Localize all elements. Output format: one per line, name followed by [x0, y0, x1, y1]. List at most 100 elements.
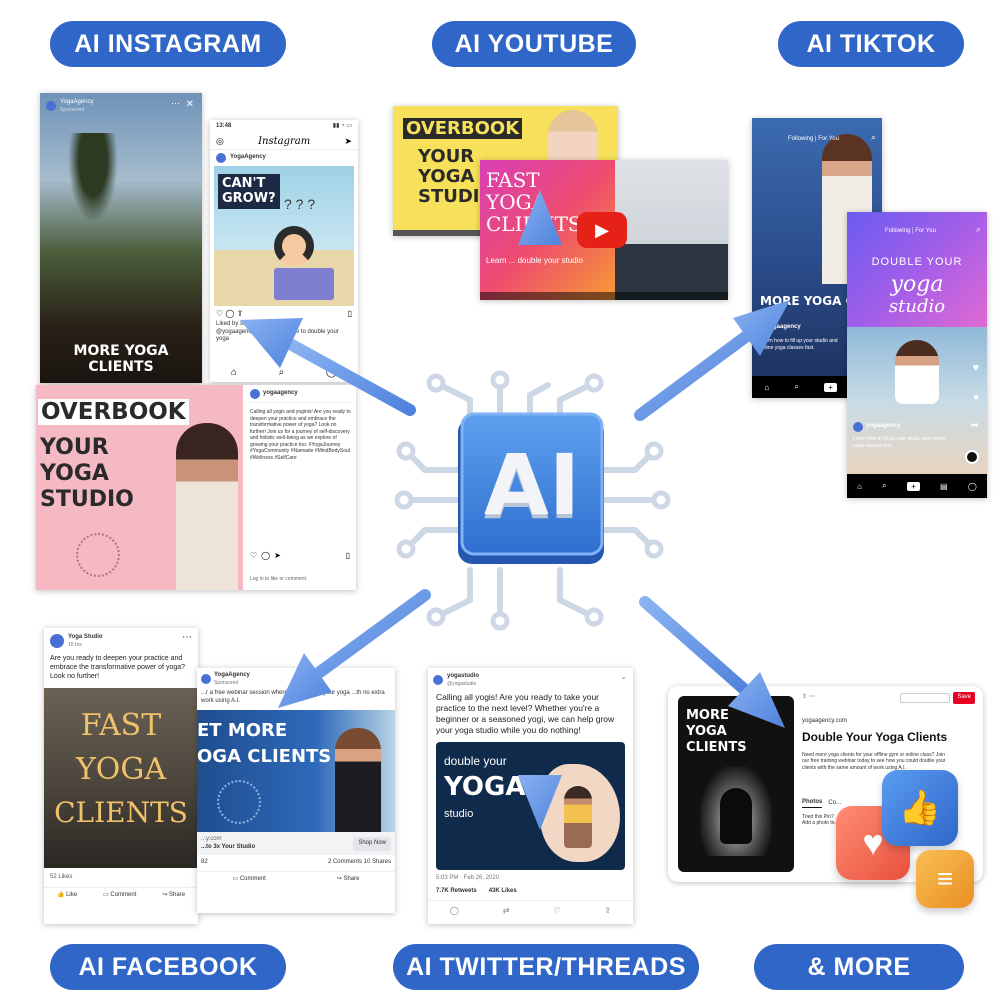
tt2-share-icon[interactable]: ➦ — [970, 420, 979, 431]
tt2-heart-icon[interactable]: ♥ — [972, 362, 979, 374]
woman-photo — [176, 423, 238, 590]
pin-domain[interactable]: yogaagency.com — [802, 717, 847, 724]
fb-page-name[interactable]: Yoga Studio — [68, 634, 103, 640]
tt1-account: yogaagency — [766, 324, 801, 330]
pin-toolbar-icons[interactable]: ⇪ ⋯ — [802, 694, 815, 700]
label-more: & MORE — [754, 944, 964, 990]
camera-icon[interactable]: ◎ — [216, 135, 224, 146]
tt2-music-disc-icon[interactable] — [965, 450, 979, 464]
status-icons: ▮▮ ◔ ▭ — [332, 123, 352, 129]
tw-like-icon[interactable]: ♡ — [553, 906, 561, 916]
tw-chevron-down-icon[interactable]: ⌄ — [620, 672, 627, 681]
question-marks: ? ? ? — [284, 195, 316, 212]
post-line-1: OVERBOOK — [38, 399, 189, 425]
tt1-search-icon[interactable]: ⌕ — [870, 132, 876, 142]
fb-ad-cta-button[interactable]: Shop Now — [353, 836, 391, 851]
tt2-comment-icon[interactable]: ● — [972, 392, 979, 403]
instagram-story-card: YogaAgency Sponsored ✕ ⋯ MORE YOGA CLIEN… — [40, 93, 202, 383]
laptop-illustration — [274, 267, 334, 300]
yt2-sub: Learn ... double your studio — [486, 256, 583, 265]
fb-img-line-3: CLIENTS — [54, 795, 188, 829]
fb-ad-comments[interactable]: 2 Comments 10 Shares — [327, 859, 391, 866]
pin-tried: Tried this Pin? — [802, 813, 834, 820]
fb-more-icon[interactable]: ⋯ — [182, 632, 192, 643]
tt2-avatar — [853, 422, 863, 432]
yt2-line-2: YOGA — [486, 190, 547, 214]
tw-reply-icon[interactable]: ◯ — [449, 906, 459, 916]
fb-share-button[interactable]: ↪ Share — [162, 892, 186, 899]
story-more-icon[interactable]: ⋯ — [171, 98, 180, 108]
fb-like-button[interactable]: 👍 Like — [56, 892, 78, 899]
tw-likes[interactable]: 43K Likes — [488, 888, 517, 895]
fb-ad-domain: ...y.com — [201, 835, 222, 842]
tw-yoga-figure — [564, 786, 592, 849]
pin-save-button[interactable]: Save — [953, 692, 975, 704]
search-icon[interactable]: ⌕ — [278, 367, 285, 378]
thumbs-up-bubble-icon: 👍 — [882, 770, 958, 846]
tw-retweets[interactable]: 7.7K Retweets — [436, 888, 477, 895]
pin-add-photo[interactable]: Add a photo to... — [802, 820, 839, 827]
label-ai-youtube: AI YOUTUBE — [432, 21, 636, 67]
tt1-plus-icon[interactable]: + — [824, 382, 837, 392]
chat-bubble-icon: ≡ — [916, 850, 974, 908]
home-icon[interactable]: ⌂ — [230, 367, 237, 378]
feed-action-icons[interactable]: ♡ ◯ ⇪ — [216, 308, 244, 318]
post-login[interactable]: Log in to like or comment. — [250, 575, 308, 582]
tw-account[interactable]: yogastudio — [447, 673, 480, 679]
post-image: OVERBOOK YOUR YOGA STUDIO — [36, 385, 243, 590]
youtube-play-icon[interactable]: ▶ — [577, 212, 627, 248]
bookmark-icon[interactable]: ▯ — [347, 308, 352, 318]
post-share-icon[interactable]: ➤ — [274, 551, 281, 560]
story-caption: MORE YOGA CLIENTS — [73, 343, 169, 375]
fb-ad-share-button[interactable]: ↪ Share — [336, 876, 360, 883]
tt2-woman — [895, 340, 939, 404]
post-comment-icon[interactable]: ◯ — [261, 551, 271, 560]
instagram-logo: Instagram — [258, 135, 311, 147]
tt2-discover-icon[interactable]: ⌕ — [882, 481, 887, 490]
pin-img-line-1: MORE — [686, 708, 729, 723]
yt2-controls[interactable] — [480, 292, 728, 300]
fb-likes[interactable]: 52 Likes — [50, 873, 73, 880]
tt2-home-icon[interactable]: ⌂ — [857, 481, 862, 491]
tw-img-line-2: YOGA — [444, 772, 526, 803]
story-photo — [40, 93, 202, 383]
send-icon[interactable]: ➤ — [344, 135, 352, 146]
tt1-home-icon[interactable]: ⌂ — [764, 382, 770, 392]
story-close-icon[interactable]: ✕ — [185, 99, 194, 110]
feed-liked: Liked by sa... others — [216, 320, 270, 327]
tw-retweet-icon[interactable]: ⇄ — [502, 906, 510, 916]
yt1-line-4: STUDIO — [418, 186, 495, 207]
instagram-post-card: OVERBOOK YOUR YOGA STUDIO yogaagency Cal… — [36, 385, 356, 590]
post-bookmark-icon[interactable]: ▯ — [345, 551, 350, 560]
tiktok-video-2[interactable]: Following | For You ⌕ DOUBLE YOUR yoga s… — [847, 212, 987, 498]
pin-board-select[interactable] — [900, 692, 951, 703]
fb-comment-button[interactable]: ▭ Comment — [103, 892, 137, 899]
post-like-icon[interactable]: ♡ — [250, 551, 258, 560]
yt2-photo — [615, 160, 728, 300]
tw-text: Calling all yogis! Are you ready to take… — [436, 692, 615, 736]
fb-ad-line-1: ET MORE — [197, 719, 288, 741]
post-avatar — [250, 389, 260, 399]
pin-tab-comments[interactable]: Co... — [828, 799, 842, 806]
profile-icon[interactable]: ◯ — [325, 367, 338, 378]
tt2-plus-icon[interactable]: + — [907, 481, 920, 491]
post-line-4: STUDIO — [40, 487, 134, 512]
yt2-line-3: CLIENTS — [486, 212, 582, 236]
tt2-nav[interactable]: Following | For You — [885, 228, 936, 234]
tt2-me-icon[interactable]: ◯ — [967, 481, 977, 491]
tt1-nav[interactable]: Following | For You — [788, 136, 839, 142]
feed-image: CAN'T GROW? ? ? ? — [214, 165, 354, 306]
youtube-thumb-2[interactable]: FAST YOGA CLIENTS Learn ... double your … — [480, 160, 728, 300]
facebook-ad-card: YogaAgency Sponsored ...r a free webinar… — [197, 668, 395, 913]
fb-ad-comment-button[interactable]: ▭ Comment — [232, 876, 266, 883]
tt2-search-icon[interactable]: ⌕ — [975, 224, 981, 234]
fb-ad-account[interactable]: YogaAgency — [214, 672, 250, 678]
person-illustration — [274, 225, 314, 266]
tt1-discover-icon[interactable]: ⌕ — [794, 382, 799, 391]
pin-tab-photos[interactable]: Photos — [802, 799, 823, 808]
tw-share-icon[interactable]: ⇪ — [604, 906, 612, 916]
fb-ad-mandala-icon — [217, 779, 261, 824]
tt2-inbox-icon[interactable]: ▤ — [940, 481, 948, 491]
feed-avatar — [216, 152, 226, 163]
post-text: Calling all yogis and yoginis! Are you r… — [250, 409, 351, 461]
